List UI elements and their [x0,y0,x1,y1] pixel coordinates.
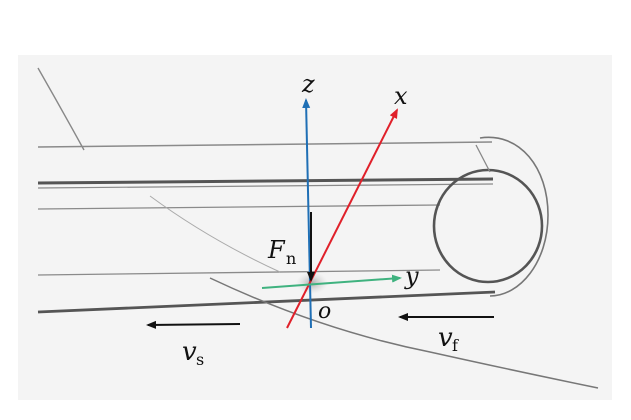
vs-subscript: s [196,350,204,369]
contact-point-glow [296,272,328,294]
belt-middle-line [37,204,441,210]
belt-top-line [37,141,493,148]
belt-thick-line-lower [37,183,494,189]
belt-thick-line-upper [37,177,494,185]
y-axis-arrow [261,274,402,289]
panel-background [18,55,612,400]
pulley-belt-wrap [475,144,491,173]
y-axis-label: y [404,262,419,290]
x-axis-label: x [394,82,408,110]
pulley-outer-wrap [479,136,549,297]
vf-label: v [438,323,453,353]
vs-label: v [182,337,197,367]
origin-label: o [318,299,331,324]
vs-arrow [146,320,241,329]
vf-subscript: f [452,336,459,355]
belt-lower-line [37,269,441,276]
lower-curve [209,277,599,389]
z-axis-arrow [302,98,312,329]
force-label: F [267,236,286,264]
upper-curve [37,67,85,151]
pulley-inner-circle [432,168,544,284]
z-axis-label: z [301,70,315,98]
x-axis-arrow [286,108,398,329]
force-subscript: n [286,249,296,268]
inner-diagonal [149,195,281,273]
